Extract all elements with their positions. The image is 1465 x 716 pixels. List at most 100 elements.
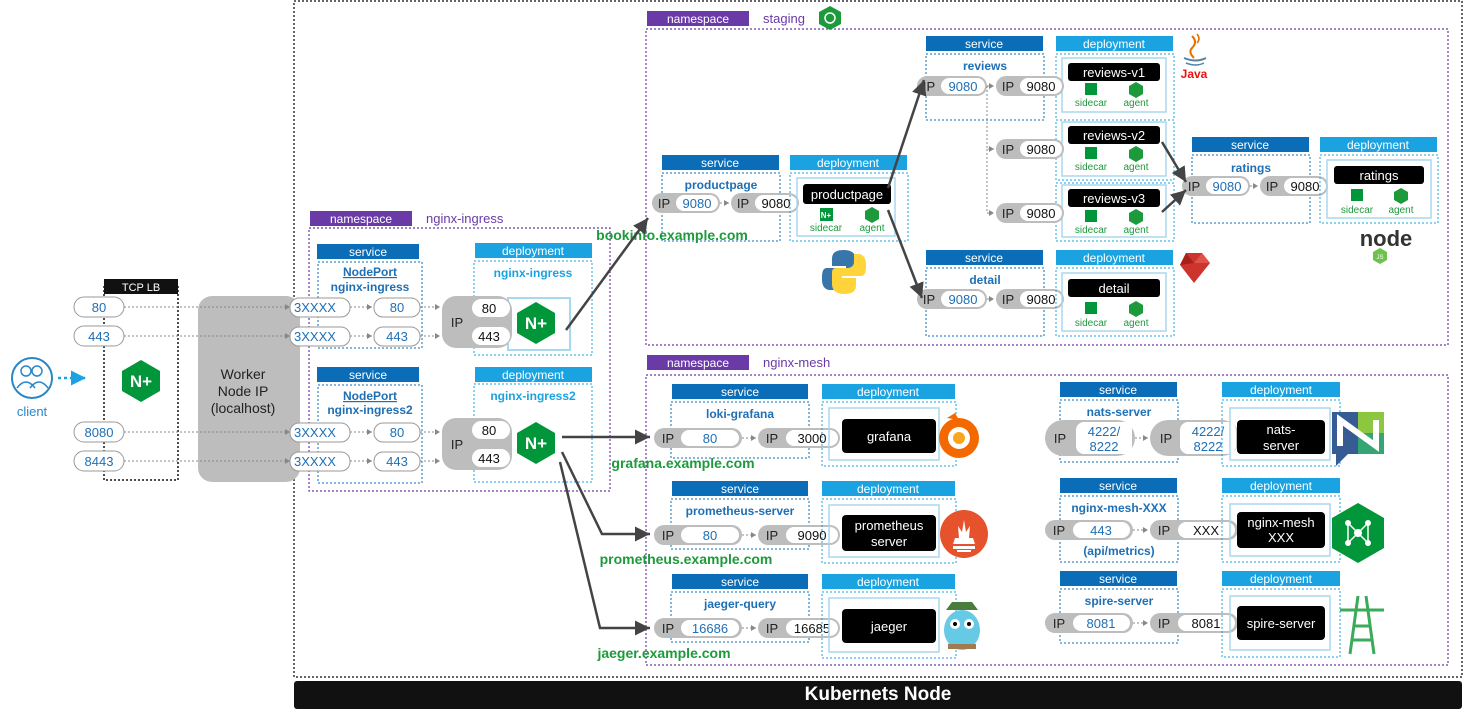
svg-text:IP: IP — [1158, 523, 1170, 538]
svg-text:443: 443 — [386, 329, 408, 344]
svg-text:IP: IP — [766, 621, 778, 636]
namespace-nginx-ingress: namespace nginx-ingress — [308, 211, 611, 492]
svg-text:80: 80 — [390, 425, 404, 440]
domain-bookinfo: bookinfo.example.com — [596, 227, 748, 243]
svg-text:grafana: grafana — [867, 429, 912, 444]
svg-text:9080: 9080 — [1027, 79, 1056, 94]
svg-text:reviews-v1: reviews-v1 — [1083, 65, 1145, 80]
deployment-productpage: deployment productpage N+ sidecar agent — [789, 155, 909, 242]
svg-text:9080: 9080 — [1027, 292, 1056, 307]
svg-text:nginx-ingress: nginx-ingress — [494, 266, 573, 280]
deployment-nginx-ingress: deployment nginx-ingress IP 80 443 N+ — [442, 243, 593, 356]
svg-text:16686: 16686 — [692, 621, 728, 636]
svg-text:Worker: Worker — [221, 366, 266, 382]
service-reviews: service reviews IP 9080 — [917, 36, 1045, 121]
svg-text:service: service — [1231, 138, 1269, 152]
svg-text:80: 80 — [482, 423, 496, 438]
svg-text:service: service — [1099, 479, 1137, 493]
svg-text:service: service — [349, 368, 387, 382]
svg-text:80: 80 — [390, 300, 404, 315]
svg-text:service: service — [1099, 383, 1137, 397]
svg-text:N+: N+ — [525, 434, 547, 453]
svg-text:N+: N+ — [821, 211, 832, 220]
svg-text:deployment: deployment — [1250, 572, 1313, 586]
svg-text:deployment: deployment — [857, 385, 920, 399]
svg-text:loki-grafana: loki-grafana — [706, 407, 774, 421]
prometheus-logo — [940, 510, 988, 558]
svg-text:3XXXX: 3XXXX — [294, 454, 336, 469]
svg-text:namespace: namespace — [330, 212, 392, 226]
svg-text:8081: 8081 — [1192, 616, 1221, 631]
svg-text:deployment: deployment — [1250, 383, 1313, 397]
tcp-lb-label: TCP LB — [122, 282, 160, 294]
kubernetes-node-label: Kubernets Node — [805, 684, 952, 705]
svg-text:productpage: productpage — [685, 178, 758, 192]
svg-text:IP: IP — [923, 292, 935, 307]
svg-text:9080: 9080 — [949, 79, 978, 94]
svg-text:spire-server: spire-server — [1247, 616, 1316, 631]
deployment-detail: deployment detail sidecar agent — [1055, 250, 1175, 337]
service-nodeport-nginx-ingress: service NodePort nginx-ingress — [317, 244, 423, 349]
svg-text:443: 443 — [386, 454, 408, 469]
svg-text:service: service — [721, 482, 759, 496]
tcp-load-balancer: TCP LB N+ — [103, 279, 179, 481]
user-icon — [11, 357, 53, 399]
nginx-plus-logo: N+ — [517, 422, 555, 464]
service-nats-server: service nats-server IP 4222/ 8222 IP 422… — [1045, 382, 1240, 463]
domain-grafana: grafana.example.com — [611, 455, 754, 471]
service-jaeger-query: service jaeger-query IP 16686 IP 16685 — [654, 574, 840, 643]
svg-text:detail: detail — [1098, 281, 1129, 296]
svg-text:service: service — [965, 251, 1003, 265]
svg-text:sidecar: sidecar — [1075, 318, 1108, 329]
svg-text:reviews-v2: reviews-v2 — [1083, 128, 1145, 143]
svg-text:ratings: ratings — [1231, 161, 1271, 175]
deployment-ratings: deployment ratings sidecar agent — [1319, 137, 1439, 224]
svg-text:443: 443 — [478, 451, 500, 466]
svg-text:nginx-mesh: nginx-mesh — [763, 355, 830, 370]
svg-text:IP: IP — [662, 431, 674, 446]
svg-text:nginx-ingress: nginx-ingress — [426, 211, 504, 226]
svg-text:ratings: ratings — [1359, 168, 1399, 183]
svg-text:IP: IP — [1002, 206, 1014, 221]
svg-text:IP: IP — [1002, 292, 1014, 307]
svg-text:agent: agent — [1388, 205, 1413, 216]
svg-text:nginx-mesh: nginx-mesh — [1247, 515, 1314, 530]
worker-node-ip: Worker Node IP (localhost) — [198, 296, 300, 482]
svg-text:IP: IP — [737, 196, 749, 211]
kubernetes-node-bar — [294, 681, 1462, 709]
deployment-nginx-ingress2: deployment nginx-ingress2 IP 80 443 N+ — [442, 367, 593, 483]
svg-text:8081: 8081 — [1087, 616, 1116, 631]
svg-text:reviews: reviews — [963, 59, 1007, 73]
svg-text:3XXXX: 3XXXX — [294, 425, 336, 440]
svg-text:agent: agent — [1123, 225, 1148, 236]
deployment-prometheus: deployment prometheus server — [821, 481, 957, 564]
deployment-grafana: deployment grafana — [821, 384, 957, 467]
svg-text:prometheus: prometheus — [855, 518, 924, 533]
svg-text:jaeger-query: jaeger-query — [703, 597, 776, 611]
service-spire-server: service spire-server IP 8081 IP 8081 — [1045, 571, 1238, 644]
ruby-logo — [1180, 253, 1210, 283]
svg-text:IP: IP — [1002, 142, 1014, 157]
svg-text:IP: IP — [451, 437, 463, 452]
nodeport-pills: 3XXXX 3XXXX 3XXXX 3XXXX 80 443 80 443 — [289, 297, 421, 472]
svg-text:deployment: deployment — [1083, 251, 1146, 265]
svg-text:3XXXX: 3XXXX — [294, 300, 336, 315]
java-logo: Java — [1181, 33, 1208, 81]
svg-text:nginx-ingress2: nginx-ingress2 — [327, 403, 413, 417]
lb-port: 80 — [92, 300, 106, 315]
svg-text:NodePort: NodePort — [343, 265, 397, 279]
nginx-plus-logo: N+ — [122, 360, 160, 402]
svg-text:(api/metrics): (api/metrics) — [1083, 544, 1154, 558]
service-nodeport-nginx-ingress2: service NodePort nginx-ingress2 — [317, 367, 423, 484]
svg-text:spire-server: spire-server — [1085, 594, 1154, 608]
svg-text:IP: IP — [766, 528, 778, 543]
svg-text:deployment: deployment — [1347, 138, 1410, 152]
deployment-nats-server: deployment nats- server — [1221, 382, 1341, 467]
svg-text:deployment: deployment — [1250, 479, 1313, 493]
nginx-plus-logo: N+ — [517, 302, 555, 344]
svg-text:IP: IP — [766, 431, 778, 446]
svg-text:staging: staging — [763, 11, 805, 26]
svg-text:detail: detail — [969, 273, 1000, 287]
nats-logo — [1332, 412, 1384, 466]
